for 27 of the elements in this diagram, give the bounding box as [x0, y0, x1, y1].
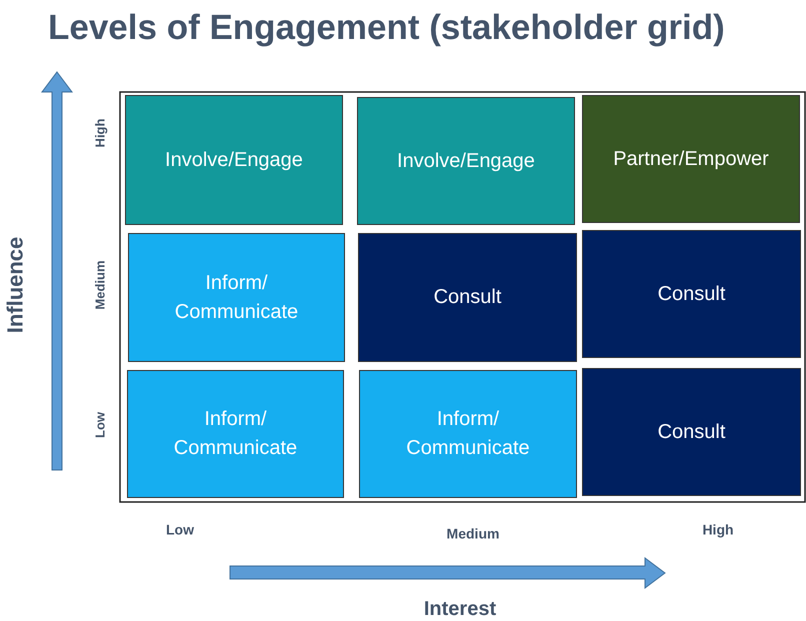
axis-label: High [91, 118, 108, 148]
axis-label: Interest [424, 597, 496, 621]
axis-label: Medium [446, 524, 500, 544]
grid-cell [125, 95, 343, 225]
grid-cell [359, 370, 577, 498]
grid-cell [358, 233, 577, 362]
axis-label: Low [91, 412, 108, 438]
grid-cell [582, 95, 800, 223]
axis-label: Influence [2, 236, 28, 334]
cell-label: Involve/Engage [165, 148, 303, 172]
cell-label: Partner/Empower [613, 146, 769, 172]
cell-label: Inform/ Communicate [172, 407, 298, 461]
axis-label: Low [166, 520, 194, 540]
grid-cell [582, 230, 801, 358]
axis-label: High [702, 520, 734, 540]
cell-label: Consult [434, 285, 502, 310]
cell-label: Involve/Engage [397, 148, 535, 174]
title: Levels of Engagement (stakeholder grid) [48, 7, 725, 49]
cell-label: Consult [658, 282, 726, 306]
grid-cell [127, 370, 344, 498]
grid-cell [357, 97, 575, 225]
axis-label: Medium [91, 260, 108, 310]
grid-cell [128, 233, 345, 362]
cell-label: Consult [658, 420, 726, 444]
cell-label: Inform/ Communicate [174, 270, 300, 324]
grid-cell [582, 368, 801, 496]
cell-label: Inform/ Communicate [405, 407, 531, 461]
